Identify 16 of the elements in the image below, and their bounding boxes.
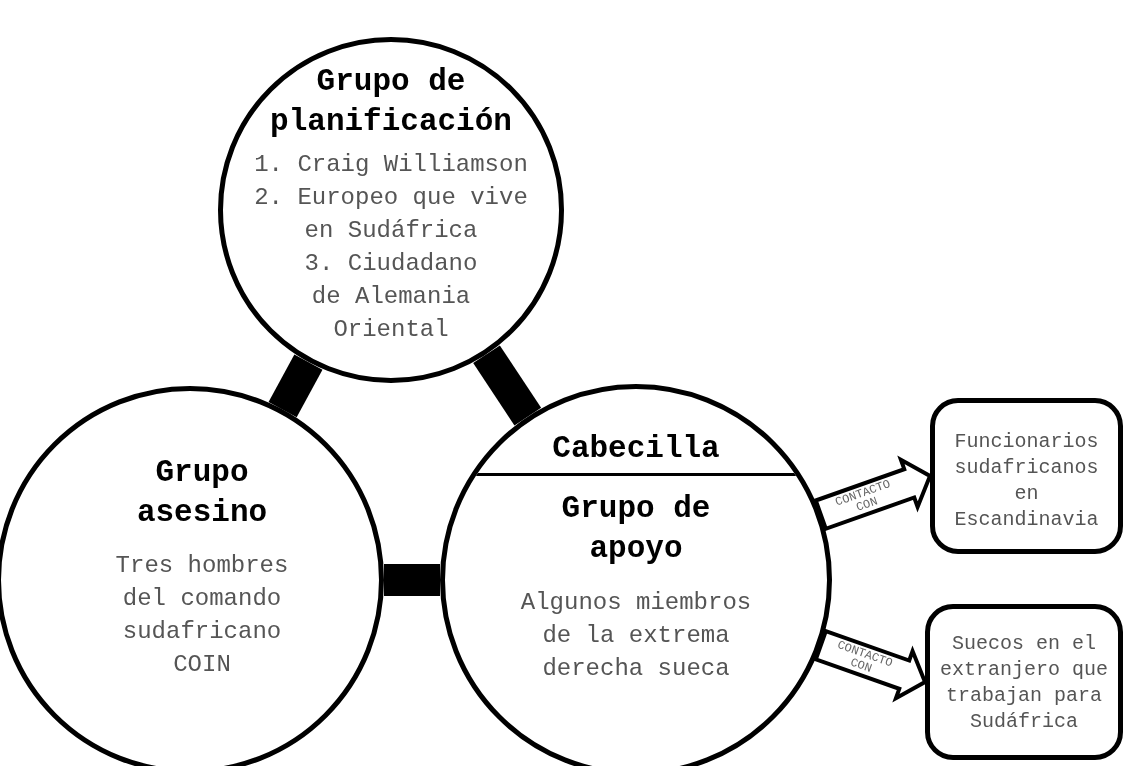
leader-label: Cabecilla	[551, 430, 721, 468]
box-text: Funcionarios sudafricanos en Escandinavia	[953, 429, 1100, 533]
connector-bar	[473, 345, 542, 426]
member-list-item: 3. Ciudadano de Alemania Oriental	[303, 249, 479, 345]
member-list-item: 1. Craig Williamson	[253, 150, 529, 180]
member-list-item: 2. Europeo que vive en Sudáfrica	[253, 183, 529, 246]
rounded-box	[925, 604, 1123, 760]
box-text: Suecos en el extranjero que trabajan para Sudáfrica	[939, 631, 1109, 735]
group-description: Tres hombres del comando sudafricano COIN	[114, 551, 290, 680]
group-heading: Grupo de apoyo	[560, 490, 712, 568]
group-heading: Grupo de planificación	[269, 63, 513, 141]
connector-bar	[384, 564, 440, 596]
rounded-box	[930, 398, 1123, 554]
connector-bar	[268, 354, 323, 418]
group-heading: Grupo asesino	[135, 454, 269, 532]
group-description: Algunos miembros de la extrema derecha sueca	[519, 588, 753, 684]
